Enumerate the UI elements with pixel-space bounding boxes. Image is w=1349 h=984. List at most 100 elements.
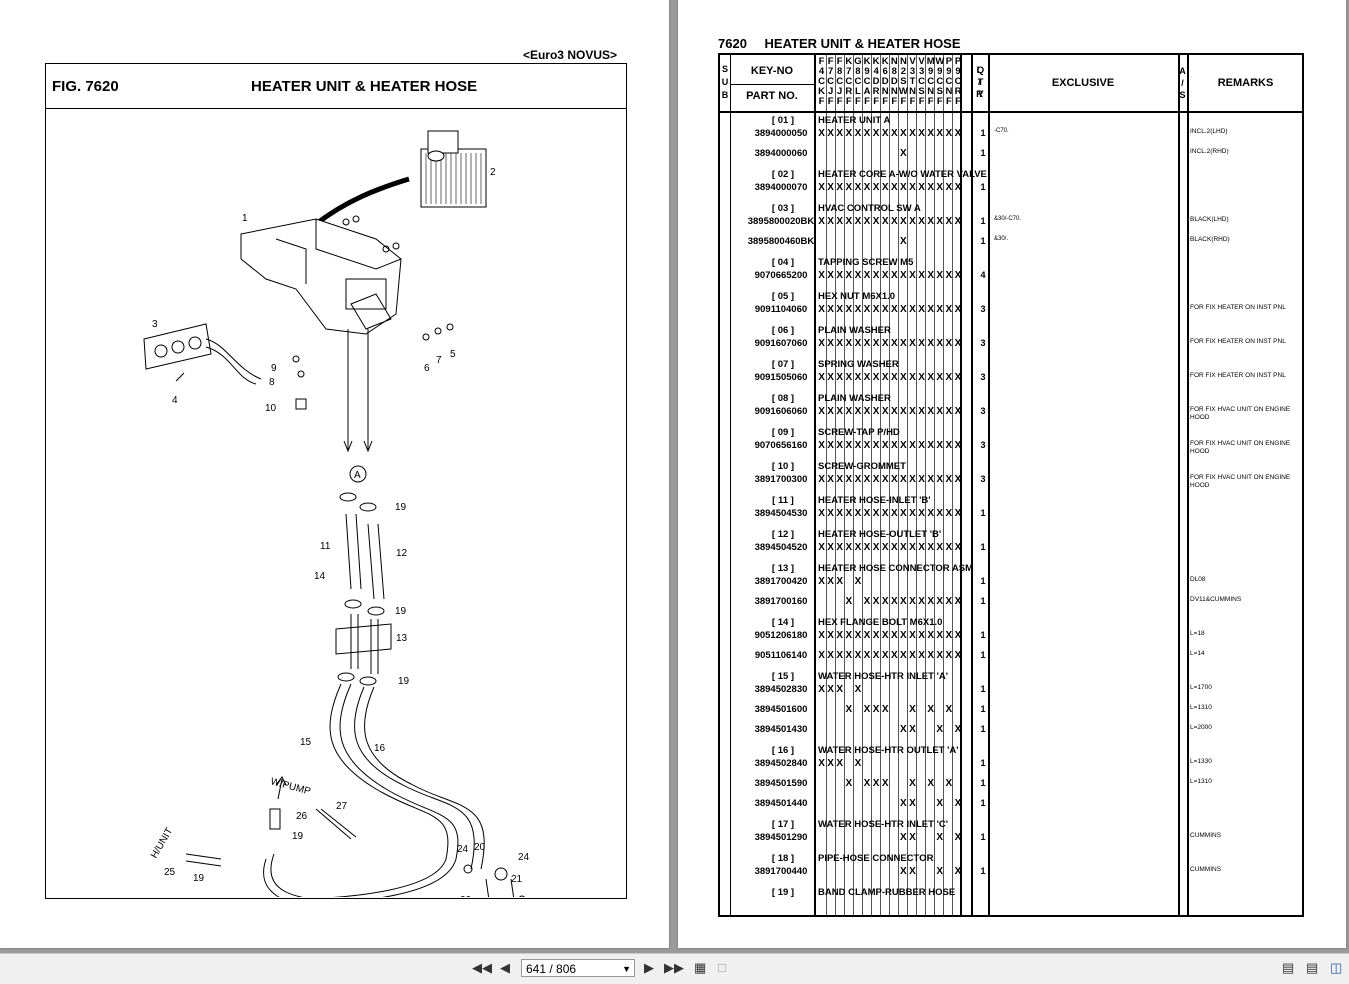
quantity: 3 (980, 372, 986, 382)
part-number: 3894000060 (754, 148, 808, 159)
single-page-view-icon[interactable]: ▤ (1282, 960, 1295, 975)
remarks-header: REMARKS (1217, 77, 1274, 89)
part-number: 3894502840 (754, 758, 808, 769)
chevron-down-icon[interactable]: ▼ (622, 964, 631, 974)
part-description: PIPE-HOSE CONNECTOR (818, 853, 934, 864)
callout-27: 27 (336, 801, 348, 812)
quantity: 1 (980, 128, 986, 138)
remark: L=1310 (1190, 778, 1212, 785)
first-page-icon[interactable]: ◀◀ (472, 960, 492, 975)
quantity: 1 (980, 576, 986, 586)
part-number: 3894504520 (754, 542, 808, 553)
key-number: [ 06 ] (771, 325, 795, 336)
prev-page-icon[interactable]: ◀ (500, 960, 510, 975)
remark: BLACK(LHD) (1190, 216, 1229, 223)
callout-a: A (354, 470, 361, 481)
quantity: 1 (980, 684, 986, 694)
quantity: 1 (980, 650, 986, 660)
key-number: [ 19 ] (771, 887, 795, 898)
fit-page-icon[interactable]: ▦ (694, 960, 707, 975)
callout-4: 4 (172, 395, 178, 406)
copy-icon[interactable]: □ (718, 960, 726, 975)
key-number: [ 10 ] (771, 461, 795, 472)
callout-9: 9 (271, 363, 277, 374)
key-number: [ 08 ] (771, 393, 795, 404)
part-description: HVAC CONTROL SW A (818, 203, 921, 214)
part-no-header: PART NO. (746, 90, 798, 102)
remark: L=1700 (1190, 684, 1212, 691)
part-description: SCREW-GROMMET (818, 461, 906, 472)
part-number: 9091505060 (754, 372, 808, 383)
callout-3: 3 (152, 319, 158, 330)
callout-24a: 24 (457, 844, 469, 855)
key-no-header: KEY-NO (750, 65, 794, 77)
last-page-icon[interactable]: ▶▶ (664, 960, 684, 975)
part-description: HEATER CORE A-W/O WATER VALVE (818, 169, 987, 180)
part-description: SPRING WASHER (818, 359, 899, 370)
part-description: WATER HOSE-HTR INLET 'A' (818, 671, 948, 682)
quantity: 1 (980, 758, 986, 768)
left-page: <Euro3 NOVUS> FIG. 7620 HEATER UNIT & HE… (0, 0, 669, 948)
applicability-marks: X (900, 148, 907, 159)
callout-19b: 19 (395, 606, 407, 617)
quantity: 3 (980, 440, 986, 450)
key-number: [ 15 ] (771, 671, 795, 682)
exploded-diagram: 1 2 3 4 5 6 7 8 9 10 A 11 12 14 13 19 19… (143, 130, 530, 897)
callout-hunit: H/UNIT (149, 826, 175, 860)
callout-10: 10 (265, 403, 277, 414)
part-description: HEX NUT M6X1.0 (818, 291, 896, 302)
part-number: 3894501290 (754, 832, 808, 843)
key-number: [ 14 ] (771, 617, 795, 628)
part-number: 3891700300 (754, 474, 808, 485)
key-number: [ 09 ] (771, 427, 795, 438)
part-number: 9051106140 (754, 650, 808, 661)
key-number: [ 07 ] (771, 359, 795, 370)
remark: FOR FIX HVAC UNIT ON ENGINE HOOD (1190, 440, 1291, 455)
two-page-view-icon[interactable]: ◫ (1330, 960, 1343, 975)
quantity: 1 (980, 596, 986, 606)
quantity: 1 (980, 148, 986, 158)
part-description: HEATER HOSE-OUTLET 'B' (818, 529, 942, 540)
remark: INCL.2(RHD) (1190, 148, 1229, 155)
quantity: 1 (980, 704, 986, 714)
page-number-field[interactable]: 641 / 806 ▼ (521, 959, 635, 977)
callout-16: 16 (374, 743, 386, 754)
next-page-icon[interactable]: ▶ (644, 960, 654, 975)
figure-title: HEATER UNIT & HEATER HOSE (251, 78, 478, 95)
quantity: 1 (980, 798, 986, 808)
edition-label: <Euro3 NOVUS> (522, 48, 617, 62)
callout-12: 12 (396, 548, 408, 559)
callout-15: 15 (300, 737, 312, 748)
figure-header: FIG. 7620 HEATER UNIT & HEATER HOSE (46, 64, 626, 109)
exclusive-header: EXCLUSIVE (1051, 77, 1115, 89)
callout-14: 14 (314, 571, 326, 582)
continuous-view-icon[interactable]: ▤ (1306, 960, 1319, 975)
part-number: 9091104060 (754, 304, 808, 315)
callout-8: 8 (269, 377, 275, 388)
quantity: 3 (980, 304, 986, 314)
callout-20: 20 (474, 842, 486, 853)
exclusive-note: -C70. (994, 128, 1009, 134)
remark: FOR FIX HEATER ON INST PNL (1190, 372, 1286, 379)
